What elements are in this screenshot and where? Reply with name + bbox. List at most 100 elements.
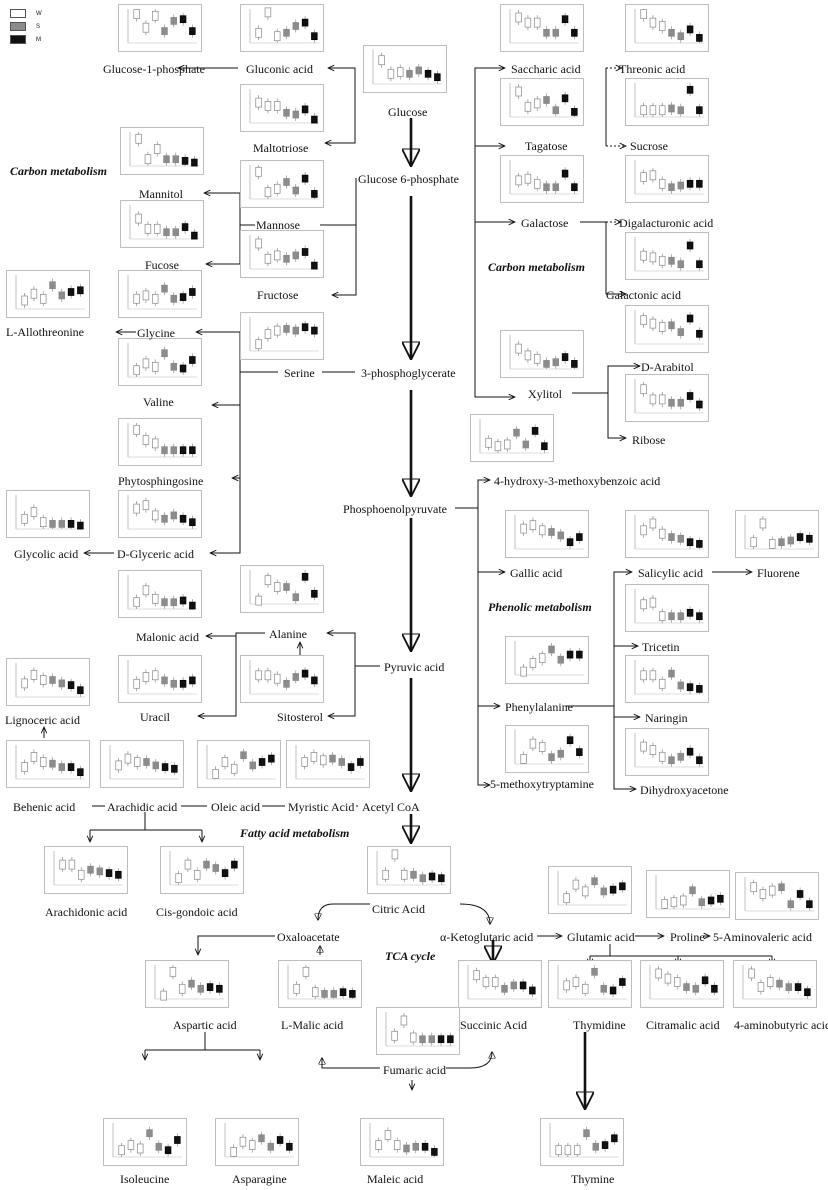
box-s — [583, 1129, 590, 1138]
box-w — [750, 537, 757, 548]
box-w — [563, 893, 570, 904]
box-w — [649, 670, 657, 681]
metabolite-glycine: Glycine — [137, 326, 175, 340]
box-w — [524, 101, 532, 112]
box-m — [561, 169, 569, 178]
box-s — [412, 1142, 420, 1151]
metabolite-digalacturonic-acid: Digalacturonic acid — [619, 216, 714, 230]
box-w — [68, 859, 76, 870]
box-s — [283, 178, 290, 186]
box-m — [67, 520, 75, 528]
metabolite-gluconic-acid: Gluconic acid — [246, 62, 313, 76]
metabolite-fumaric-acid: Fumaric acid — [383, 1063, 446, 1077]
box-w — [151, 438, 159, 449]
box-w — [572, 879, 580, 890]
box-plot-canvas — [249, 165, 319, 200]
box-plot-canvas — [634, 660, 704, 695]
box-m — [566, 538, 574, 547]
box-w — [640, 384, 647, 395]
box-m — [434, 73, 441, 82]
branch-arrow — [477, 508, 490, 785]
box-s — [683, 983, 690, 991]
legend-swatch — [10, 35, 26, 44]
box-w — [264, 329, 272, 339]
box-w — [393, 1140, 401, 1150]
box-w — [515, 343, 522, 354]
box-plot-l-allothreonine — [6, 270, 90, 318]
box-w — [310, 752, 318, 762]
box-w — [264, 7, 272, 18]
branch-arrow — [318, 903, 370, 920]
box-plot-canvas — [249, 7, 319, 44]
box-w — [142, 290, 150, 301]
box-s — [668, 612, 675, 621]
box-w — [133, 678, 140, 689]
box-plot-maleic-acid — [360, 1118, 444, 1166]
metabolite-arachidonic-acid: Arachidonic acid — [45, 905, 128, 919]
box-s — [552, 28, 560, 37]
box-plot-canvas — [742, 965, 812, 1000]
box-s — [283, 583, 290, 591]
box-plot-canvas — [127, 275, 197, 310]
box-m — [301, 18, 309, 27]
box-w — [658, 611, 666, 622]
box-s — [552, 106, 560, 115]
box-plot-canvas — [249, 235, 319, 270]
box-m — [67, 288, 75, 296]
box-m — [189, 288, 196, 296]
metabolite-succinic-acid: Succinic Acid — [460, 1018, 527, 1032]
box-m — [164, 1146, 172, 1155]
box-m — [619, 978, 626, 986]
box-m — [701, 976, 709, 985]
box-plot-glycolic-acid — [6, 490, 90, 538]
box-plot-aminovaleric-acid — [735, 872, 819, 920]
box-w — [39, 757, 47, 767]
box-m — [301, 248, 309, 256]
box-w — [757, 982, 765, 992]
metabolite-malonic-acid: Malonic acid — [136, 630, 199, 644]
box-m — [571, 183, 578, 192]
box-w — [396, 67, 404, 77]
box-s — [96, 867, 104, 876]
box-m — [206, 983, 214, 991]
box-plot-lignoceric-acid — [6, 658, 90, 706]
box-plot-canvas — [206, 745, 276, 780]
box-s — [677, 328, 685, 336]
box-s — [329, 754, 336, 763]
box-plot-methoxytryptamine — [505, 725, 589, 773]
box-w — [759, 518, 767, 529]
box-w — [124, 753, 132, 764]
box-s — [668, 28, 675, 37]
box-w — [273, 31, 281, 42]
box-w — [255, 97, 262, 108]
box-w — [520, 666, 527, 677]
box-s — [787, 536, 795, 545]
box-s — [258, 1134, 265, 1143]
box-w — [144, 223, 152, 234]
box-s — [419, 874, 427, 883]
legend-item: W — [10, 8, 42, 19]
box-plot-aspartic-acid — [145, 960, 229, 1008]
box-plot-hydroxy-methoxybenzoic-acid — [470, 414, 554, 462]
box-s — [170, 362, 178, 371]
metabolite-alanine: Alanine — [269, 627, 307, 641]
box-s — [87, 865, 94, 874]
box-w — [21, 762, 28, 772]
branch-arrow — [474, 68, 505, 178]
box-m — [161, 763, 169, 771]
box-m — [189, 27, 196, 35]
box-w — [670, 897, 678, 908]
box-plot-canvas — [514, 641, 584, 677]
box-m — [541, 442, 548, 451]
metabolite-xylitol: Xylitol — [528, 387, 563, 401]
box-w — [21, 513, 28, 524]
metabolite-threonic-acid: Threonic acid — [619, 62, 686, 76]
metabolite-sitosterol: Sitosterol — [277, 710, 324, 724]
box-w — [538, 525, 546, 536]
box-m — [421, 1142, 429, 1151]
box-w — [151, 593, 159, 604]
box-w — [133, 365, 140, 376]
box-m — [696, 179, 703, 188]
box-m — [286, 1142, 293, 1151]
box-s — [677, 612, 685, 621]
